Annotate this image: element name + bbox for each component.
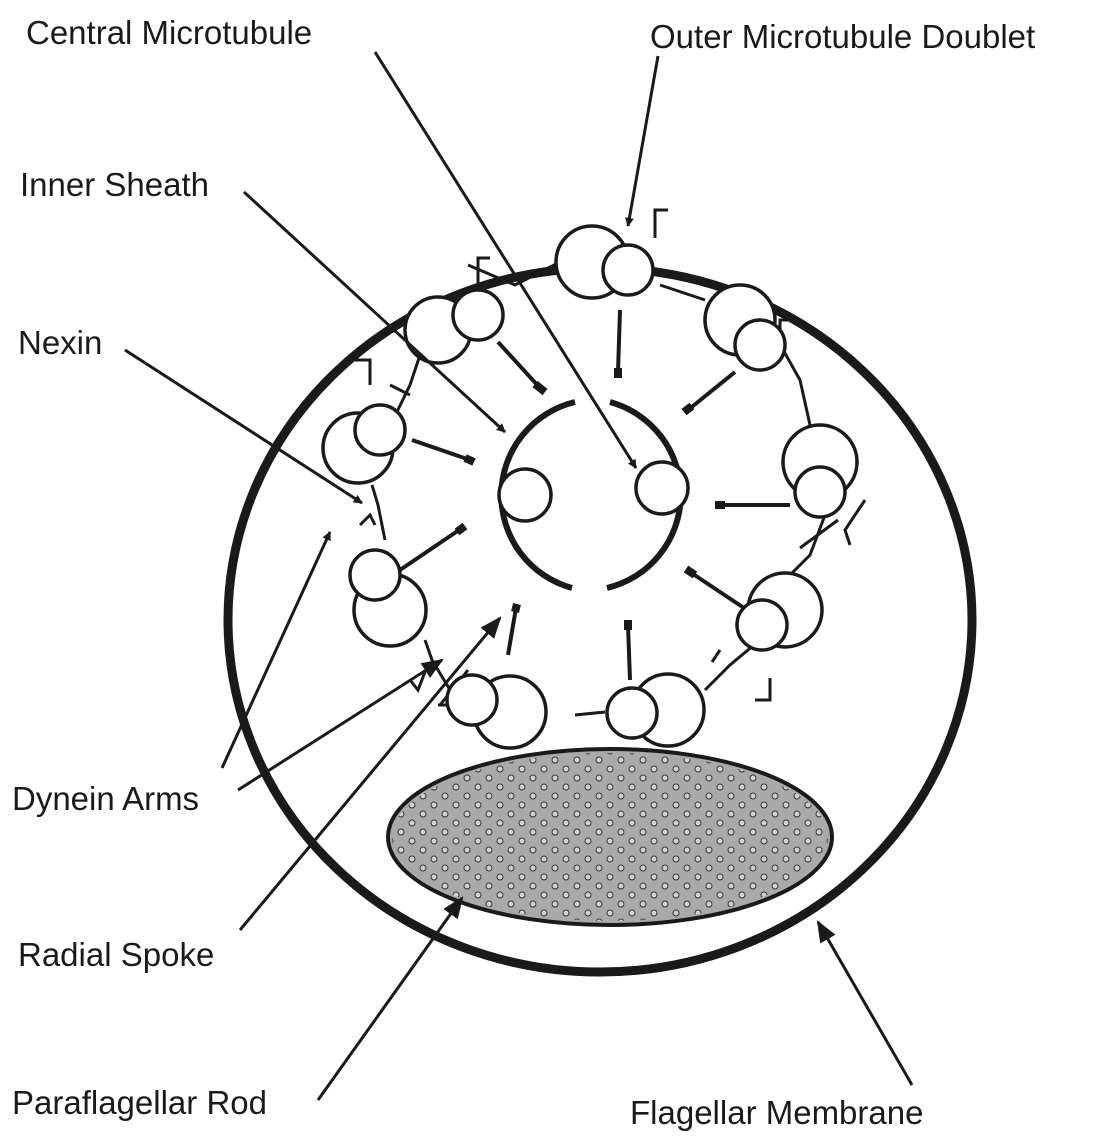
radial-spokes bbox=[400, 310, 790, 680]
doublet-6 bbox=[607, 674, 704, 746]
label-central-microtubule: Central Microtubule bbox=[26, 16, 312, 49]
doublet-4 bbox=[783, 425, 857, 517]
dynein-arms-arrow-1 bbox=[222, 532, 330, 768]
central-microtubules bbox=[499, 462, 688, 521]
label-outer-microtubule-doublet: Outer Microtubule Doublet bbox=[650, 20, 1035, 53]
paraflagellar-rod-arrow bbox=[318, 898, 462, 1100]
doublet-5 bbox=[737, 573, 822, 650]
label-flagellar-membrane: Flagellar Membrane bbox=[630, 1096, 923, 1129]
doublet-2 bbox=[556, 226, 653, 298]
label-inner-sheath: Inner Sheath bbox=[20, 168, 209, 201]
paraflagellar-rod bbox=[388, 749, 832, 925]
doublet-9 bbox=[323, 405, 405, 483]
label-radial-spoke: Radial Spoke bbox=[18, 938, 214, 971]
doublet-7 bbox=[447, 675, 546, 748]
nexin-arrow bbox=[125, 350, 362, 503]
flagellar-membrane-arrow bbox=[818, 922, 912, 1085]
label-paraflagellar-rod: Paraflagellar Rod bbox=[12, 1086, 267, 1119]
doublet-3 bbox=[705, 285, 785, 370]
outer-doublet-pointer bbox=[628, 56, 658, 226]
label-nexin: Nexin bbox=[18, 326, 102, 359]
outer-microtubule-doublets bbox=[323, 226, 857, 748]
label-dynein-arms: Dynein Arms bbox=[12, 782, 199, 815]
doublet-8 bbox=[350, 550, 426, 646]
